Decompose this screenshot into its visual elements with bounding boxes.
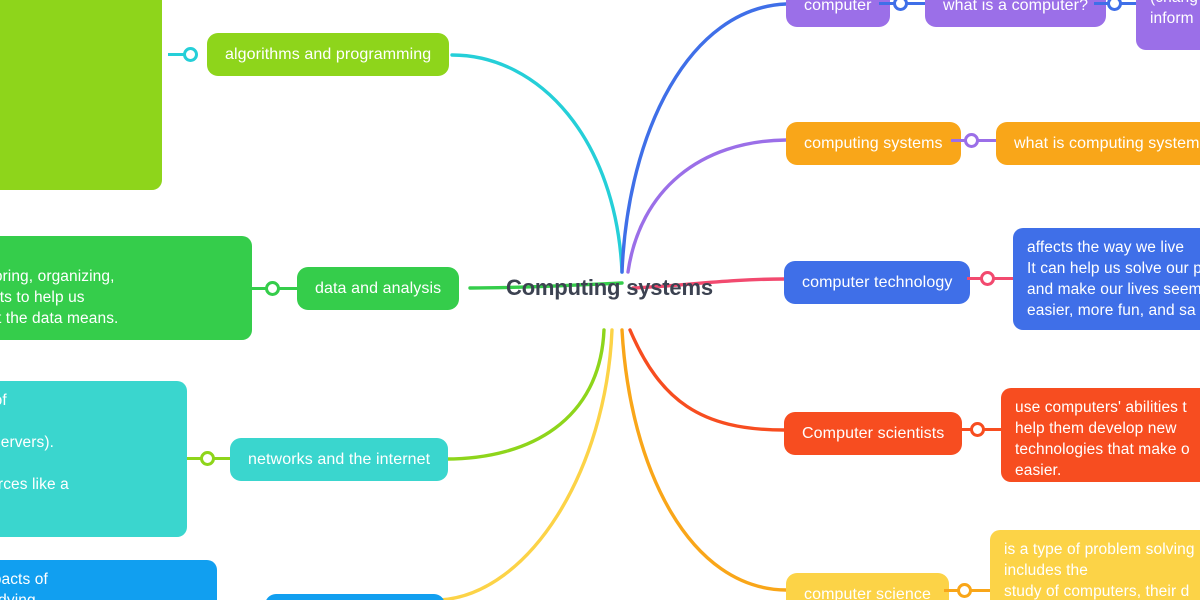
curve-networks <box>444 328 606 461</box>
topic-computer[interactable]: computer <box>786 0 890 27</box>
curve-computer <box>620 2 788 274</box>
connector-dot-computing-systems[interactable] <box>964 133 979 148</box>
curve-algorithms <box>450 53 624 274</box>
connector-dot-data-analysis[interactable] <box>265 281 280 296</box>
detail-computer: (chang inform <box>1136 0 1200 50</box>
topic-computer-technology[interactable]: computer technology <box>784 261 971 304</box>
topic-algorithms-and-programming[interactable]: algorithms and programming <box>207 33 450 76</box>
connector-dot-computer[interactable] <box>893 0 908 11</box>
topic-data-and-analysis[interactable]: data and analysis <box>297 267 460 310</box>
connector-dot-computer-science[interactable] <box>957 583 972 598</box>
connector-dot-computer-technology[interactable] <box>980 271 995 286</box>
detail-networks-and-the-internet: S are a group of devices (like , laptops… <box>0 381 187 537</box>
detail-algorithms-and-programming: what to do. Programs complex me, or Robl… <box>0 0 162 190</box>
topic-computing-systems[interactable]: computing systems <box>786 122 961 165</box>
topic-computer-science[interactable]: computer science <box>786 573 949 600</box>
detail-computer-scientists: use computers' abilities t help them dev… <box>1001 388 1200 482</box>
connector-dot-networks[interactable] <box>200 451 215 466</box>
curve-computing-systems <box>626 138 788 274</box>
topic-impacts-of-computing[interactable] <box>265 594 445 600</box>
curve-impacts <box>438 328 614 600</box>
topic-networks-and-the-internet[interactable]: networks and the internet <box>230 438 449 481</box>
detail-computer-technology: affects the way we live It can help us s… <box>1013 228 1200 330</box>
detail-computing-systems: what is computing system <box>996 122 1200 165</box>
hub-label: Computing systems <box>506 275 713 300</box>
subtopic-what-is-a-computer[interactable]: what is a computer? <box>925 0 1107 27</box>
topic-computer-scientists[interactable]: Computer scientists <box>784 412 963 455</box>
curve-computer-scientists <box>628 328 786 432</box>
connector-line-algorithms <box>168 53 194 56</box>
detail-data-and-analysis: efer o collecting, storing, organizing, … <box>0 236 252 340</box>
connector-dot-computer-scientists[interactable] <box>970 422 985 437</box>
detail-computer-science: is a type of problem solving includes th… <box>990 530 1200 600</box>
curve-computer-science <box>620 328 788 592</box>
connector-dot-algorithms[interactable] <box>183 47 198 62</box>
connector-dot-computer-detail[interactable] <box>1107 0 1122 11</box>
detail-impacts-of-computing: tanding the impacts of ting involve stud… <box>0 560 217 600</box>
